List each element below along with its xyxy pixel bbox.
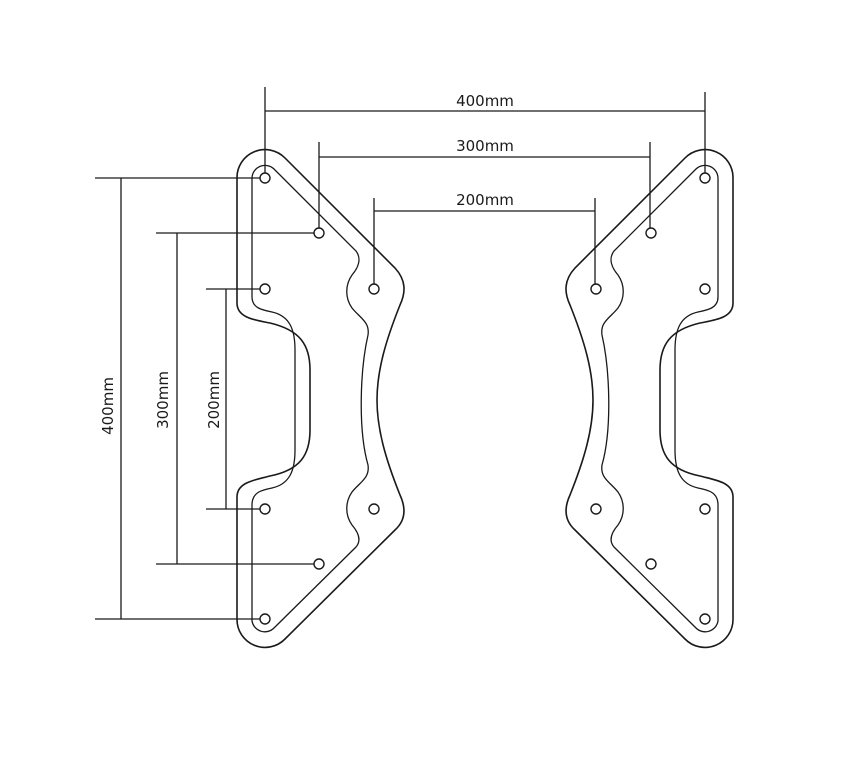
left-plate-outline <box>236 148 405 649</box>
mounting-hole <box>259 613 271 625</box>
dim-200-vertical <box>206 288 260 510</box>
left-bracket-plate <box>236 148 405 649</box>
mounting-hole <box>368 283 380 295</box>
left-plate-inner-outline <box>251 164 369 633</box>
mounting-hole <box>699 172 711 184</box>
dim-label-300mm-left: 300mm <box>154 371 172 429</box>
mounting-hole <box>699 283 711 295</box>
mounting-hole <box>590 503 602 515</box>
dimension-lines <box>95 87 706 620</box>
dim-400-horizontal <box>264 87 706 173</box>
mounting-hole <box>699 503 711 515</box>
right-bracket-plate <box>565 148 734 649</box>
dim-300-vertical <box>156 232 314 565</box>
mounting-hole <box>368 503 380 515</box>
mounting-hole <box>590 283 602 295</box>
dim-label-300mm-top: 300mm <box>456 137 514 155</box>
mounting-hole <box>259 283 271 295</box>
dim-label-400mm-left: 400mm <box>99 377 117 435</box>
mounting-hole <box>259 172 271 184</box>
dim-label-200mm-top: 200mm <box>456 191 514 209</box>
mounting-hole <box>699 613 711 625</box>
dim-400-vertical <box>95 177 260 620</box>
mounting-hole <box>645 227 657 239</box>
mounting-hole <box>259 503 271 515</box>
mounting-holes <box>259 172 711 625</box>
dim-label-400mm-top: 400mm <box>456 92 514 110</box>
mounting-hole <box>645 558 657 570</box>
mounting-hole <box>313 227 325 239</box>
dim-label-200mm-left: 200mm <box>205 371 223 429</box>
dim-200-horizontal <box>373 198 596 284</box>
mounting-hole <box>313 558 325 570</box>
dim-300-horizontal <box>318 142 651 228</box>
right-plate-outline <box>565 148 734 649</box>
right-plate-inner-outline <box>601 164 719 633</box>
